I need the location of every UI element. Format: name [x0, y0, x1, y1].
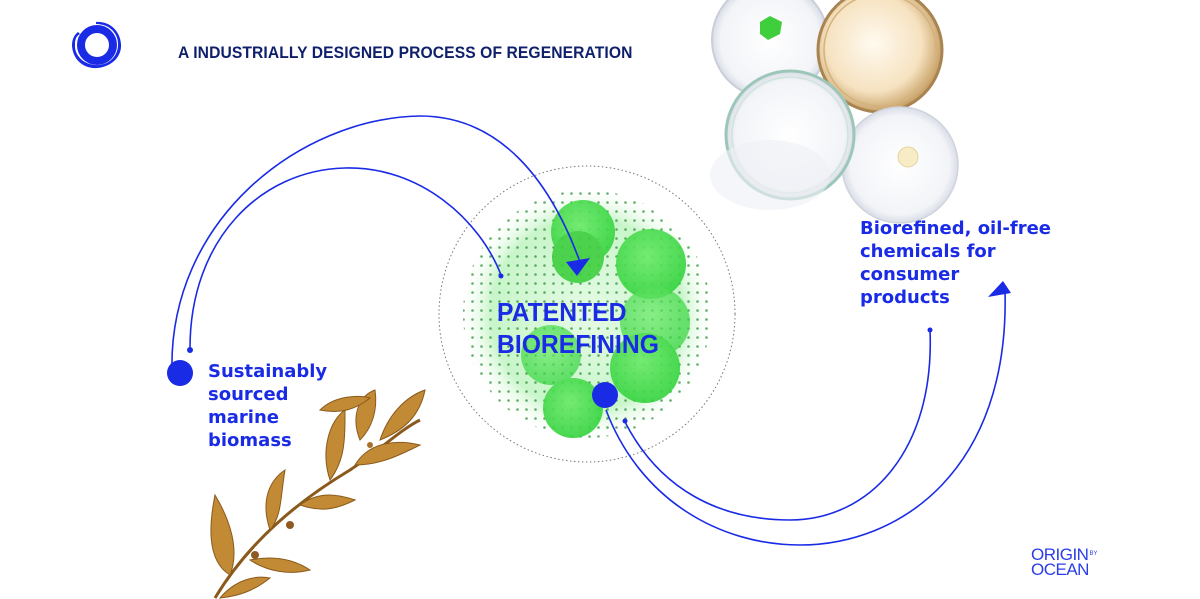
inner-arc-end-dot-icon	[498, 273, 504, 279]
petri-dishes-illustration	[710, 0, 959, 224]
source-label: Sustainably sourced marine biomass	[208, 360, 327, 452]
biorefining-cell	[438, 165, 736, 463]
brand-line-1: ORIGIN	[1031, 545, 1089, 564]
source-label-line: Sustainably	[208, 361, 328, 382]
outer-arc-to-center	[171, 115, 581, 373]
output-label-line: products	[860, 287, 950, 308]
output-label-line: Biorefined, oil-free	[860, 218, 1051, 239]
inner-arc-to-center	[189, 167, 502, 349]
arrowhead-output-icon	[988, 281, 1011, 297]
center-label-line-2: BIOREFINING	[497, 329, 659, 359]
seaweed-illustration	[210, 389, 426, 599]
source-label-line: sourced	[208, 384, 289, 405]
brand-logo: ORIGINBY OCEAN	[1031, 545, 1098, 579]
inner-arc-start-dot-icon	[187, 347, 193, 353]
inner-arc-output-start-dot-icon	[622, 418, 628, 424]
ring-logo-icon	[70, 20, 122, 70]
source-label-line: biomass	[208, 430, 292, 451]
inner-arc-to-output	[624, 329, 931, 521]
center-label: PATENTED BIOREFINING	[497, 296, 659, 360]
center-label-line-1: PATENTED	[497, 297, 627, 327]
cell-spheres	[521, 200, 690, 438]
brand-line-2: OCEAN	[1031, 560, 1089, 579]
flow-arrows-inbound	[171, 115, 581, 373]
flow-arrows-outbound	[605, 289, 1006, 546]
output-label-line: consumer	[860, 264, 960, 285]
output-label: Biorefined, oil-free chemicals for consu…	[860, 217, 1051, 309]
outer-arc-to-output	[605, 289, 1006, 546]
source-node-dot-icon	[167, 360, 193, 386]
inner-arc-output-end-dot-icon	[927, 327, 933, 333]
arrowhead-center-icon	[566, 258, 590, 276]
brand-by: BY	[1089, 551, 1098, 557]
output-label-line: chemicals for	[860, 241, 996, 262]
source-label-line: marine	[208, 407, 279, 428]
page-title: A INDUSTRIALLY DESIGNED PROCESS OF REGEN…	[178, 43, 633, 62]
center-node-dot-icon	[592, 382, 618, 408]
